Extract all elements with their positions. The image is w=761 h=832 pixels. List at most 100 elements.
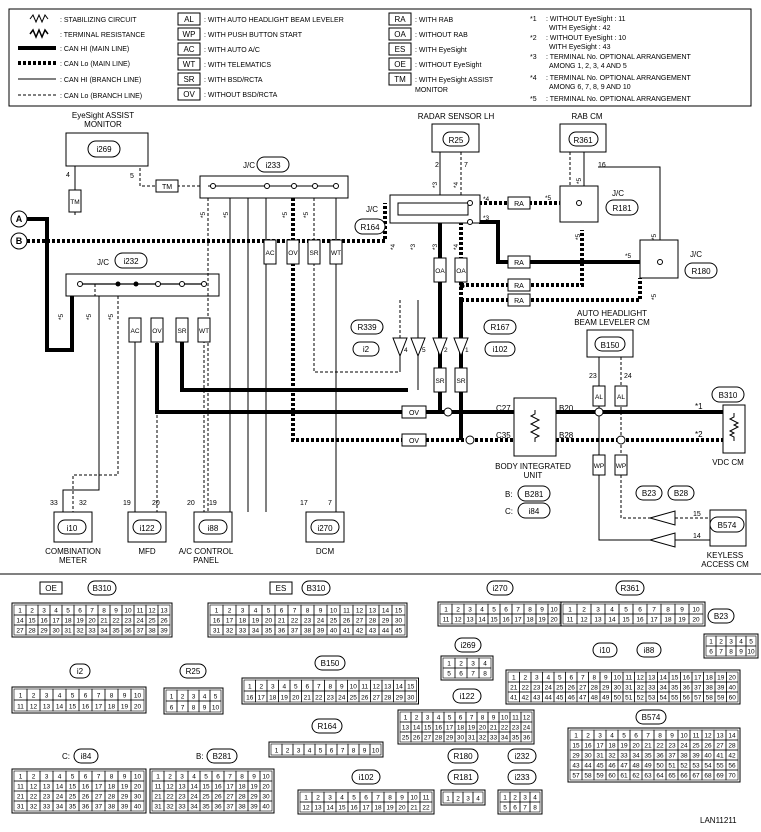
svg-text:21: 21	[304, 695, 312, 702]
svg-text:39: 39	[160, 628, 168, 635]
svg-text:7: 7	[341, 748, 345, 755]
svg-text:34: 34	[56, 804, 64, 811]
svg-text:12: 12	[704, 733, 712, 740]
tri-5: 5	[422, 347, 426, 354]
svg-text:24: 24	[545, 685, 553, 692]
svg-text:69: 69	[716, 773, 724, 780]
svg-text:10: 10	[680, 733, 688, 740]
svg-text:8: 8	[306, 608, 310, 615]
svg-text:19: 19	[76, 618, 84, 625]
legend-right-0: : WITH RAB	[415, 17, 453, 24]
svg-text:3: 3	[426, 715, 430, 722]
svg-text:19: 19	[252, 618, 260, 625]
svg-text:34: 34	[632, 753, 640, 760]
svg-text:40: 40	[330, 628, 338, 635]
radar-id: R25	[449, 136, 464, 145]
svg-text:22: 22	[166, 794, 174, 801]
svg-text:33: 33	[648, 685, 656, 692]
svg-text:8: 8	[102, 608, 106, 615]
code-sr-2: SR	[309, 250, 318, 257]
face-b574: B574	[642, 713, 661, 722]
svg-text:32: 32	[166, 804, 174, 811]
svg-text:21: 21	[154, 794, 162, 801]
svg-text:12: 12	[580, 617, 588, 624]
svg-text:12: 12	[166, 784, 174, 791]
svg-text:33: 33	[490, 735, 498, 742]
jc-r181-id: R181	[612, 204, 632, 213]
jc-r181: J/C R181	[559, 185, 639, 223]
svg-text:11: 11	[343, 608, 350, 615]
svg-text:37: 37	[694, 685, 702, 692]
radar-t2: 2	[435, 162, 439, 169]
svg-text:13: 13	[716, 733, 724, 740]
svg-text:4: 4	[476, 796, 480, 803]
leveler-t24: 24	[624, 373, 632, 380]
svg-text:20: 20	[292, 695, 300, 702]
svg-text:3: 3	[271, 684, 275, 691]
svg-text:5: 5	[503, 805, 507, 812]
svg-text:26: 26	[361, 695, 369, 702]
svg-text:35: 35	[69, 804, 77, 811]
svg-text:17: 17	[226, 618, 234, 625]
vdc-name: VDC CM	[712, 458, 744, 467]
svg-text:16: 16	[40, 618, 48, 625]
note-1-b: WITH EyeSight : 42	[549, 25, 611, 32]
svg-text:17: 17	[694, 675, 702, 682]
svg-text:18: 18	[239, 618, 247, 625]
svg-text:15: 15	[202, 784, 210, 791]
beam-leveler-cm: AUTO HEADLIGHT BEAM LEVELER CM B150 23 2…	[574, 309, 650, 380]
svg-text:3: 3	[180, 774, 184, 781]
svg-text:8: 8	[729, 649, 733, 656]
svg-text:14: 14	[608, 617, 616, 624]
legend-mid: AL WP AC WT SR OV : WITH AUTO HEADLIGHT …	[177, 12, 344, 101]
jc-r180: J/C R180	[639, 239, 718, 279]
svg-text:17: 17	[362, 805, 370, 812]
jc-i233: J/C i233	[199, 156, 349, 199]
svg-text:1: 1	[19, 774, 23, 781]
code-sr-3: SR	[435, 378, 444, 385]
optional-markers: *5 *5 *5 *5 *5 *5 *5 *4 *3 *3 *4 *3 *4 *…	[58, 177, 658, 354]
s5-j: *5	[575, 233, 582, 240]
svg-text:50: 50	[614, 695, 622, 702]
s5-m: *5	[576, 177, 583, 184]
svg-text:18: 18	[608, 743, 616, 750]
svg-text:20: 20	[88, 618, 96, 625]
svg-text:12: 12	[30, 784, 38, 791]
svg-text:10: 10	[212, 705, 220, 712]
leveler-t23: 23	[589, 373, 597, 380]
s3-a: *3	[410, 243, 417, 250]
s5-g: *5	[303, 211, 310, 218]
svg-text:3: 3	[328, 795, 332, 802]
eyesight-monitor-name2: MONITOR	[84, 120, 122, 129]
svg-text:31: 31	[64, 628, 72, 635]
svg-text:17: 17	[52, 618, 60, 625]
svg-text:27: 27	[373, 695, 381, 702]
svg-text:30: 30	[52, 628, 60, 635]
svg-text:7: 7	[471, 671, 475, 678]
svg-text:24: 24	[338, 695, 346, 702]
svg-text:36: 36	[683, 685, 691, 692]
note-2-mark: *2	[530, 35, 537, 42]
svg-text:28: 28	[435, 735, 443, 742]
svg-text:4: 4	[610, 733, 614, 740]
face-es-tag: ES	[276, 584, 287, 593]
face-oe-id: B310	[93, 584, 112, 593]
svg-text:19: 19	[620, 743, 628, 750]
rab-t16: 16	[598, 162, 606, 169]
svg-text:36: 36	[82, 804, 90, 811]
svg-text:4: 4	[533, 795, 537, 802]
legend-left-4: : CAN HI (BRANCH LINE)	[60, 77, 141, 84]
svg-text:8: 8	[192, 705, 196, 712]
svg-text:13: 13	[178, 784, 186, 791]
svg-text:17: 17	[95, 784, 103, 791]
svg-text:22: 22	[422, 805, 430, 812]
svg-text:25: 25	[148, 618, 156, 625]
legend-code-ov: OV	[183, 90, 195, 99]
svg-text:2: 2	[228, 608, 232, 615]
term-20a: 20	[152, 500, 160, 507]
inline-connectors: R339 i2 R167 i102	[350, 319, 517, 390]
svg-text:64: 64	[656, 773, 664, 780]
input-b: B	[16, 236, 23, 246]
